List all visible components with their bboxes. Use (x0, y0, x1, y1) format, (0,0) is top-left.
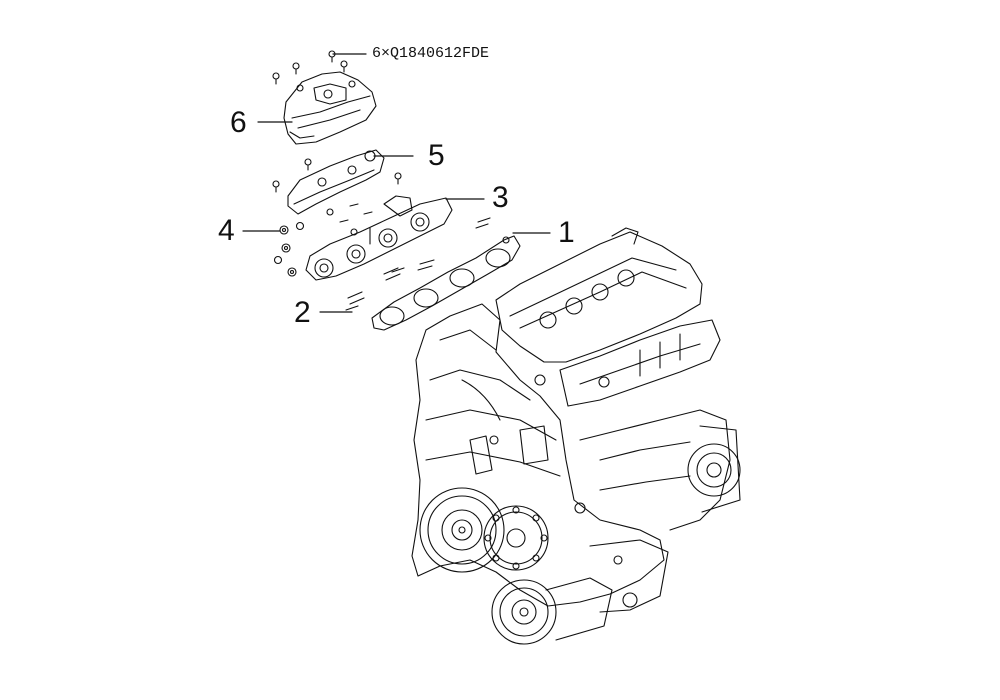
manifold-part-3 (305, 195, 453, 281)
heat-shield-part-6 (283, 71, 377, 145)
callout-2: 2 (294, 296, 311, 329)
bracket-part-5 (272, 149, 402, 215)
engine-block (411, 227, 741, 645)
callout-1: 1 (558, 216, 575, 249)
leader-lines (242, 53, 551, 313)
callout-3: 3 (492, 181, 509, 214)
nuts-part-4 (273, 221, 305, 277)
callout-4: 4 (218, 214, 235, 247)
callout-5: 5 (428, 139, 445, 172)
gasket-part-1 (371, 235, 521, 331)
callout-6: 6 (230, 106, 247, 139)
bolt-part-number-note: 6×Q1840612FDE (372, 45, 490, 62)
manifold-studs (326, 203, 491, 273)
studs-part-2 (345, 267, 401, 311)
heat-shield-bolts (272, 50, 348, 171)
